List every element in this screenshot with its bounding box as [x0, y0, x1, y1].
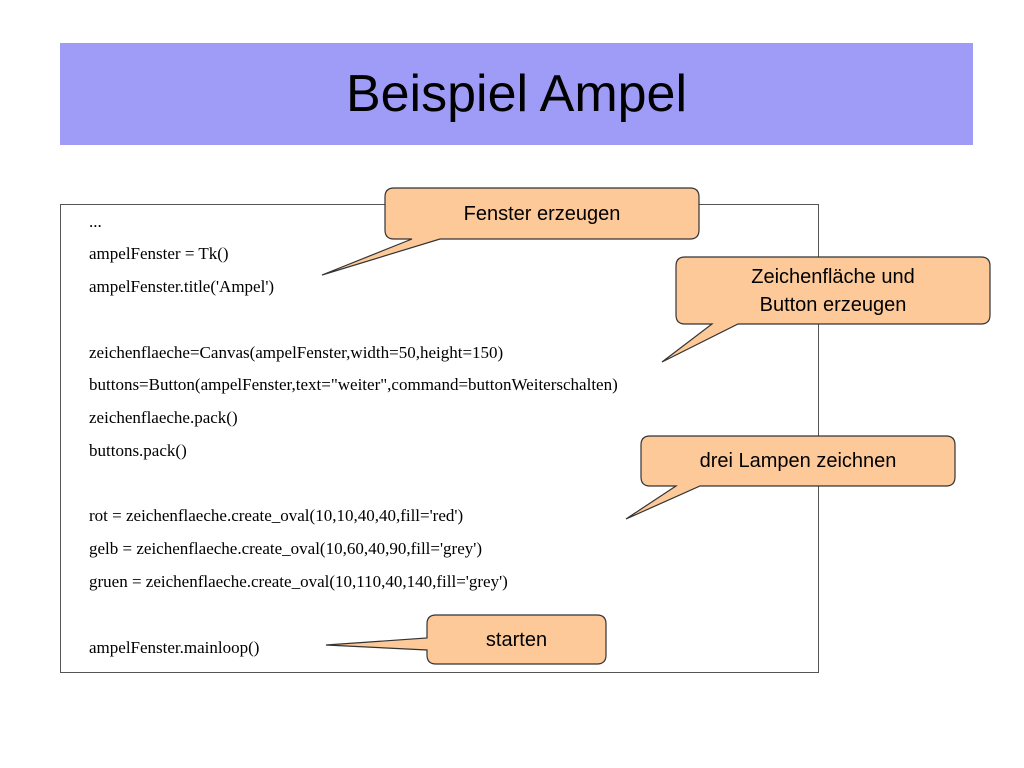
slide-title: Beispiel Ampel [345, 65, 688, 123]
slide-title-bar: Beispiel Ampel [60, 43, 973, 145]
callout-zeichenflaeche-line2: Button erzeugen [759, 293, 907, 316]
code-line: zeichenflaeche=Canvas(ampelFenster,width… [89, 343, 504, 362]
code-line: gruen = zeichenflaeche.create_oval(10,11… [89, 572, 508, 591]
code-line: ampelFenster.mainloop() [89, 638, 260, 657]
code-line: gelb = zeichenflaeche.create_oval(10,60,… [89, 539, 482, 558]
callout-zeichenflaeche-line1: Zeichenfläche und [751, 265, 915, 288]
callout-lampen-label: drei Lampen zeichnen [699, 450, 897, 472]
callout-zeichenflaeche-label: Zeichenfläche und Button erzeugen [676, 257, 990, 324]
code-line: ampelFenster = Tk() [89, 244, 229, 263]
code-line: buttons=Button(ampelFenster,text="weiter… [89, 375, 618, 394]
callout-fenster-label: Fenster erzeugen [463, 202, 621, 225]
callout-starten-label: starten [485, 628, 548, 651]
code-line: zeichenflaeche.pack() [89, 408, 238, 427]
code-line: ... [89, 212, 102, 231]
code-line: ampelFenster.title('Ampel') [89, 277, 275, 296]
code-line: rot = zeichenflaeche.create_oval(10,10,4… [89, 506, 464, 525]
code-line: buttons.pack() [89, 441, 187, 460]
